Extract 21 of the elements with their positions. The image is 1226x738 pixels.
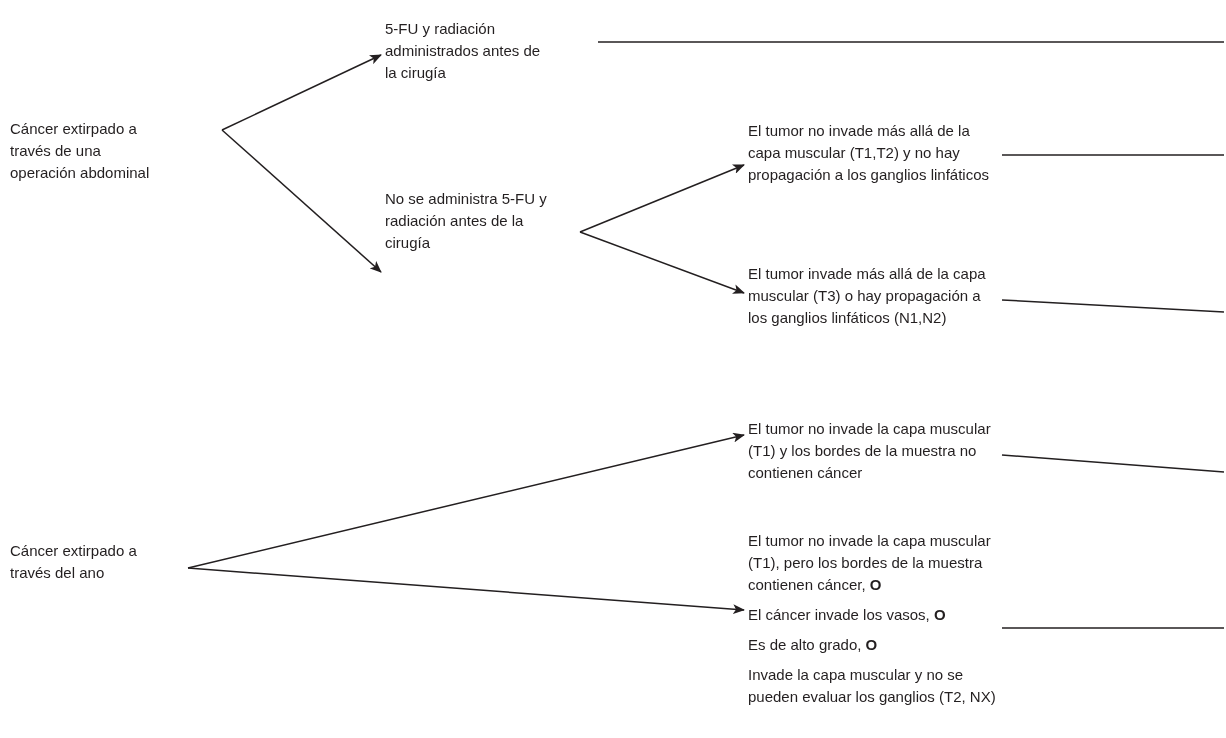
line: [597, 41, 1225, 43]
line: [1001, 454, 1225, 473]
arrow: [187, 567, 745, 615]
node-text: Cáncer extirpado a través del ano: [10, 540, 188, 584]
node-text: El tumor invade más allá de la capa muscular (T3) o hay propagación a los ganglios linfáticos (N1,N2): [748, 263, 1002, 329]
line: [1001, 627, 1225, 629]
arrow: [579, 164, 745, 233]
node-text: Invade la capa muscular y no se pueden evaluar los ganglios (T2, NX): [748, 665, 997, 707]
node-text: 5-FU y radiación administrados antes de la cirugía: [385, 18, 598, 84]
node-text: El cáncer invade los vasos, O: [748, 605, 947, 625]
line: [1001, 299, 1225, 313]
line: [1001, 154, 1225, 156]
node-text: Es de alto grado, O: [748, 635, 879, 655]
node-text: Cáncer extirpado a través de una operación abdominal: [10, 118, 222, 184]
arrow: [579, 231, 745, 294]
node-text: No se administra 5-FU y radiación antes de la cirugía: [385, 188, 580, 254]
arrow: [221, 129, 382, 273]
node-text: El tumor no invade la capa muscular (T1) y los bordes de la muestra no contienen cáncer: [748, 418, 1002, 484]
arrow: [221, 54, 382, 131]
node-text: El tumor no invade la capa muscular (T1), pero los bordes de la muestra contienen cáncer, O: [748, 531, 992, 595]
node-text: El tumor no invade más allá de la capa muscular (T1,T2) y no hay propagación a los ganglios linfáticos: [748, 120, 1002, 186]
